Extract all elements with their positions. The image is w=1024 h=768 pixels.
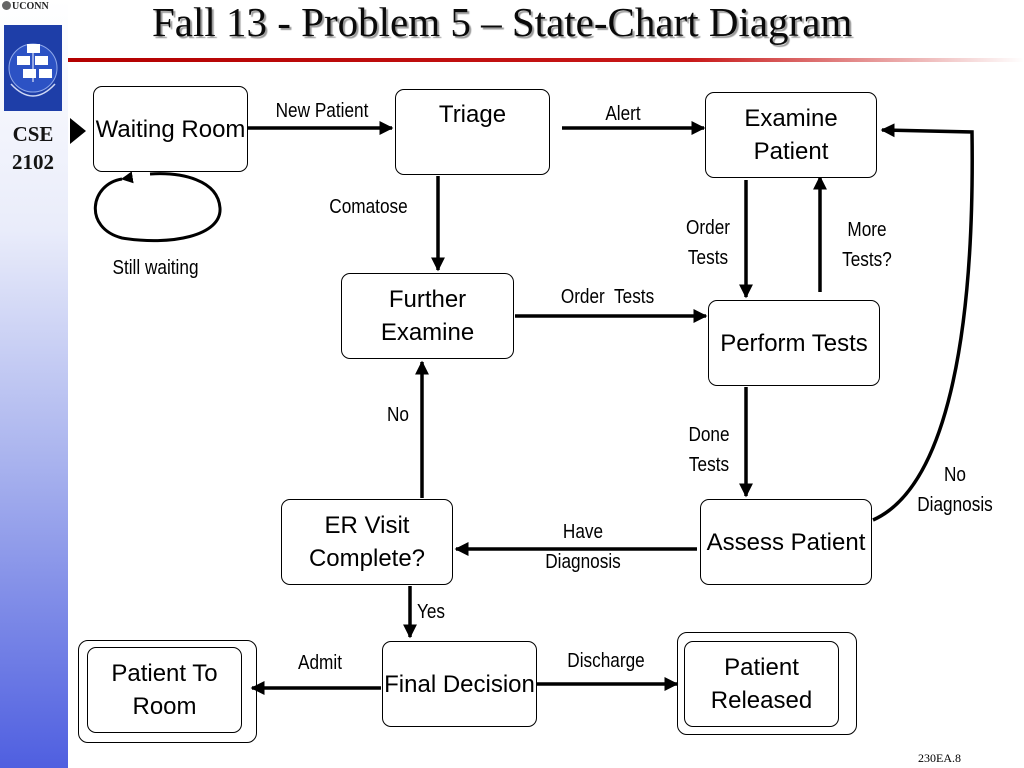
label-have-diagnosis: Have Diagnosis: [545, 521, 621, 573]
label-no: No: [386, 404, 409, 426]
uconn-header: UCONN: [2, 1, 49, 12]
state-er-visit-complete-label: ER Visit Complete?: [308, 512, 426, 572]
label-order-tests-further: Order Tests: [560, 286, 655, 308]
state-final-decision: Final Decision: [382, 641, 537, 727]
label-no-diagnosis: No Diagnosis: [917, 464, 993, 516]
title-rule: [68, 58, 1024, 62]
label-done-tests: Done Tests: [688, 424, 730, 476]
state-patient-released-label: Patient Released: [710, 654, 813, 714]
state-examine-patient-label: Examine Patient: [744, 105, 838, 165]
label-yes: Yes: [416, 601, 446, 623]
state-final-decision-label: Final Decision: [384, 670, 535, 698]
page-title: Fall 13 - Problem 5 – State-Chart Diagra…: [152, 0, 853, 45]
label-order-tests-examine: Order Tests: [686, 217, 730, 269]
state-patient-released: Patient Released: [684, 641, 839, 727]
label-alert: Alert: [605, 103, 641, 125]
slide-marker-icon: [70, 118, 86, 144]
course-code: CSE 2102: [4, 120, 62, 176]
label-comatose: Comatose: [329, 196, 408, 218]
arrow-still-waiting: [93, 171, 222, 243]
state-er-visit-complete: ER Visit Complete?: [281, 499, 453, 585]
state-perform-tests: Perform Tests: [708, 300, 880, 386]
state-further-examine: Further Examine: [341, 273, 514, 359]
label-new-patient: New Patient: [275, 100, 369, 122]
sidebar: UCONN CSE 2102: [0, 0, 68, 768]
state-patient-to-room: Patient To Room: [87, 647, 242, 733]
state-waiting-room: Waiting Room: [93, 86, 248, 172]
label-discharge: Discharge: [567, 650, 645, 672]
slide-number: 230EA.8: [918, 751, 961, 765]
final-state-frame-room: [78, 640, 257, 743]
state-patient-to-room-label: Patient To Room: [111, 660, 218, 720]
arrow-no-diagnosis: [872, 123, 974, 522]
state-further-examine-label: Further Examine: [380, 286, 475, 346]
label-still-waiting: Still waiting: [112, 257, 199, 279]
state-perform-tests-label: Perform Tests: [720, 329, 868, 357]
state-examine-patient: Examine Patient: [705, 92, 877, 178]
course-line1: CSE: [12, 122, 54, 146]
state-assess-patient-label: Assess Patient: [706, 528, 866, 556]
label-admit: Admit: [298, 652, 342, 674]
state-assess-patient: Assess Patient: [700, 499, 872, 585]
final-state-frame-released: [677, 632, 857, 735]
state-waiting-room-label: Waiting Room: [95, 115, 246, 143]
university-name: UCONN: [12, 1, 49, 12]
state-triage-label: Triage: [438, 101, 507, 128]
state-triage: Triage: [395, 89, 550, 175]
course-line2: 2102: [12, 150, 54, 174]
cse-logo-icon: [3, 24, 63, 117]
university-seal-icon: [2, 1, 11, 10]
label-more-tests: More Tests?: [842, 219, 892, 271]
